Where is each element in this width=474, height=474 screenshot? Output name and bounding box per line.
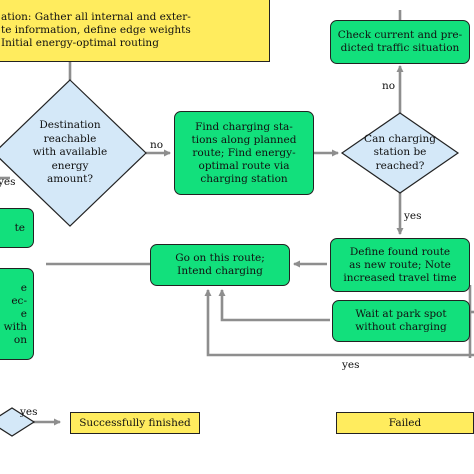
left-bottom-line-5: on (13, 333, 27, 346)
success-box: Successfully finished (70, 412, 200, 434)
label-no-can-charge: no (382, 80, 396, 92)
go-on-line-2: Intend charging (177, 265, 263, 277)
find-charging-line-3: route; Find energy- (192, 146, 296, 159)
destination-line-1: Destination (39, 119, 101, 132)
label-yes-can-charge: yes (404, 210, 422, 222)
decision-destination-diamond (0, 79, 147, 227)
destination-line-4: energy (51, 159, 89, 172)
label-yes-destination: yes (0, 176, 16, 188)
can-charge-line-1: Can charging (364, 132, 436, 145)
check-traffic-box: Check current and pre- dicted traffic si… (330, 20, 470, 64)
destination-line-5: amount? (47, 173, 93, 186)
label-yes-bottom-loop: yes (342, 359, 360, 371)
wait-park-line-2: without charging (355, 321, 447, 333)
destination-line-2: reachable (43, 132, 97, 145)
can-charge-line-3: reached? (375, 159, 425, 172)
wait-park-box: Wait at park spot without charging (332, 300, 470, 342)
left-bottom-line-3: e (20, 307, 27, 320)
go-on-route-box: Go on this route; Intend charging (150, 244, 290, 286)
initialization-box: ation: Gather all internal and exter- te… (0, 0, 270, 62)
left-partial-box-bottom: e ec- e with on (0, 268, 34, 360)
define-route-line-3: increased travel time (343, 271, 457, 284)
destination-decision-text: Destination reachable with available ene… (20, 108, 120, 198)
init-line-1: ation: Gather all internal and exter- (1, 10, 191, 23)
label-yes-final: yes (20, 406, 38, 418)
init-line-3: Initial energy-optimal routing (1, 36, 159, 49)
define-route-box: Define found route as new route; Note in… (330, 238, 470, 292)
define-route-line-1: Define found route (349, 245, 451, 258)
define-route-line-2: as new route; Note (349, 258, 451, 271)
wait-park-line-1: Wait at park spot (355, 308, 447, 320)
find-charging-line-4: optimal route via (198, 159, 290, 172)
find-charging-line-1: Find charging sta- (195, 120, 293, 133)
find-charging-line-2: tions along planned (191, 133, 297, 146)
failed-box: Failed (336, 412, 474, 434)
find-charging-line-5: charging station (200, 172, 288, 185)
decision-partial-bottom-left (0, 407, 36, 437)
failed-label: Failed (388, 416, 422, 429)
left-top-line-1: te (14, 221, 25, 234)
can-charge-line-2: station be (373, 146, 427, 159)
arrow-yes-loop-to-go-on (204, 289, 474, 357)
label-no-destination: no (150, 139, 164, 151)
left-bottom-line-1: e (20, 281, 27, 294)
destination-line-3: with available (32, 146, 108, 159)
check-traffic-line-2: dicted traffic situation (340, 42, 460, 54)
go-on-line-1: Go on this route; (175, 252, 265, 264)
decision-can-charge-diamond (340, 112, 460, 194)
success-label: Successfully finished (79, 416, 191, 429)
left-bottom-line-4: with (3, 320, 27, 333)
left-partial-box-top: te (0, 208, 34, 248)
arrow-wait-park-to-go-on (218, 289, 330, 322)
can-charge-decision-text: Can charging station be reached? (350, 128, 450, 178)
find-charging-box: Find charging sta- tions along planned r… (174, 111, 314, 195)
left-bottom-line-2: ec- (11, 294, 27, 307)
check-traffic-line-1: Check current and pre- (337, 29, 463, 41)
init-line-2: te information, define edge weights (1, 23, 191, 36)
